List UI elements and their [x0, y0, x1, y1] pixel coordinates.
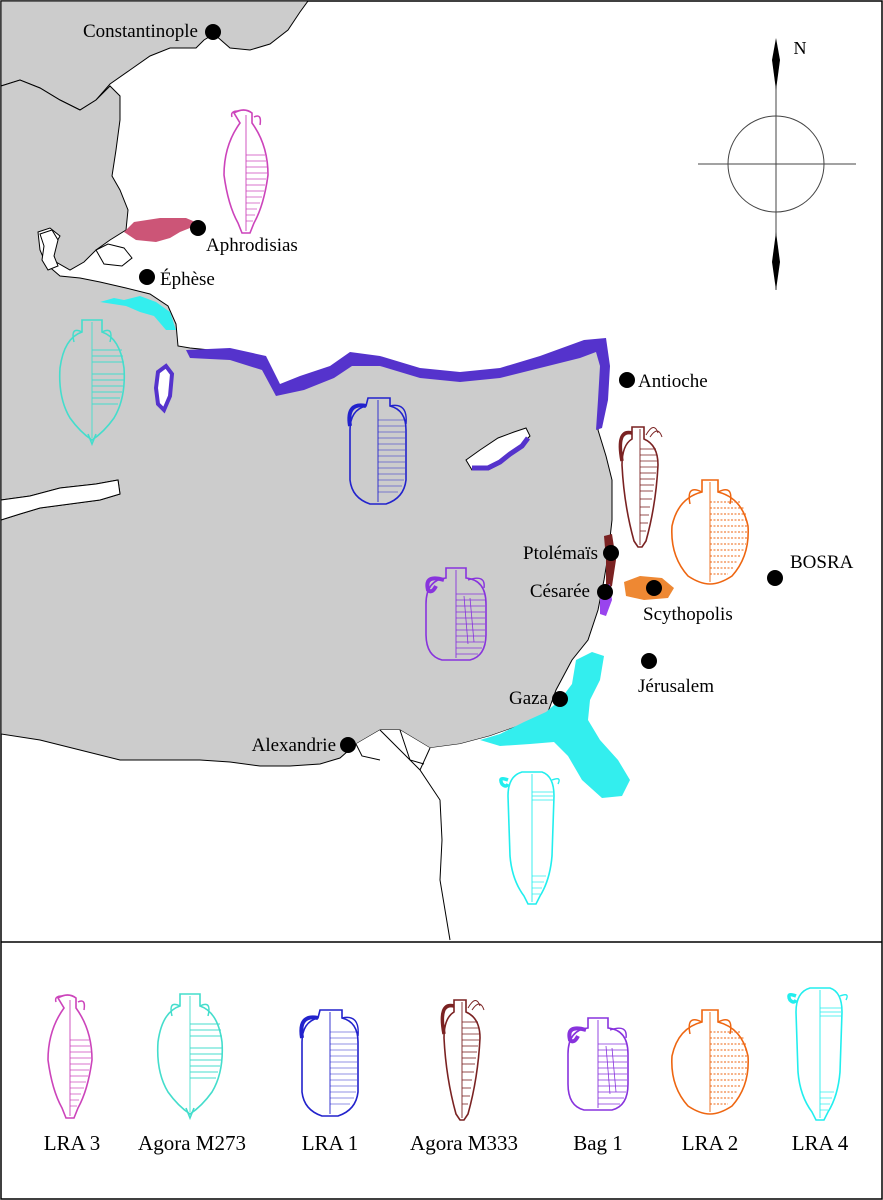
island-aegean-2 — [95, 243, 133, 267]
zone-aphrodisias — [124, 218, 200, 242]
legend-label: Bag 1 — [573, 1131, 623, 1155]
city-dot — [340, 737, 356, 753]
island-crete — [0, 479, 121, 521]
city-dot — [190, 220, 206, 236]
legend-item-agora-m273: Agora M273 — [138, 993, 246, 1155]
legend-item-bag1: Bag 1 — [566, 1016, 630, 1155]
legend-label: LRA 1 — [302, 1131, 359, 1155]
zone-lra4 — [480, 652, 630, 798]
legend-label: LRA 4 — [792, 1131, 849, 1155]
city-label: Jérusalem — [638, 676, 714, 697]
city-ptolemais: Ptolémaïs — [523, 543, 619, 564]
egypt-border-3 — [419, 747, 431, 771]
egypt-border-4 — [355, 743, 381, 761]
island-rhodes — [153, 363, 175, 414]
city-dot — [139, 269, 155, 285]
legend-item-lra3: LRA 3 — [44, 994, 101, 1155]
city-alexandrie: Alexandrie — [252, 735, 356, 756]
compass-north-label: N — [794, 38, 807, 58]
city-cesaree: Césarée — [530, 581, 613, 602]
city-markers: Constantinople Aphrodisias Éphèse Antioc… — [83, 21, 854, 756]
city-label: Scythopolis — [643, 604, 733, 625]
legend-label: LRA 2 — [682, 1131, 739, 1155]
city-label: Antioche — [638, 371, 708, 392]
legend-label: Agora M333 — [410, 1131, 518, 1155]
city-scythopolis: Scythopolis — [643, 580, 733, 625]
city-dot — [603, 545, 619, 561]
legend-item-lra4: LRA 4 — [787, 986, 849, 1155]
compass-rose: N — [698, 38, 856, 290]
city-antioche: Antioche — [619, 371, 708, 392]
city-dot — [646, 580, 662, 596]
city-label: Aphrodisias — [206, 235, 298, 256]
city-dot — [619, 372, 635, 388]
egypt-border-1 — [379, 729, 451, 941]
city-ephese: Éphèse — [139, 268, 215, 290]
cyprus-lra1-coast — [472, 436, 530, 471]
city-aphrodisias: Aphrodisias — [190, 220, 298, 256]
compass-north-arrow — [772, 38, 780, 90]
city-dot — [641, 653, 657, 669]
compass-south-arrow — [772, 232, 780, 290]
city-dot — [597, 584, 613, 600]
land-egypt-white — [356, 690, 620, 940]
legend-label: Agora M273 — [138, 1131, 246, 1155]
zone-agora-m273 — [100, 296, 176, 330]
city-label: Constantinople — [83, 21, 198, 42]
city-label: BOSRA — [790, 552, 854, 573]
legend-item-lra1: LRA 1 — [299, 1008, 361, 1155]
egypt-border-2 — [399, 729, 425, 765]
legend-panel: LRA 3 Agora M273 LRA 1 Agora M333 Bag 1 … — [44, 986, 849, 1155]
city-label: Alexandrie — [252, 735, 336, 756]
legend-item-lra2: LRA 2 — [670, 1009, 750, 1155]
legend-label: LRA 3 — [44, 1131, 101, 1155]
city-label: Éphèse — [160, 268, 215, 290]
zone-lra1-coast — [186, 338, 610, 430]
island-aegean-1 — [39, 229, 59, 271]
city-label: Césarée — [530, 581, 590, 602]
city-constantinople: Constantinople — [83, 21, 221, 42]
legend-item-agora-m333: Agora M333 — [410, 998, 518, 1155]
city-dot — [767, 570, 783, 586]
city-gaza: Gaza — [509, 688, 568, 709]
city-label: Ptolémaïs — [523, 543, 598, 564]
city-bosra: BOSRA — [767, 552, 854, 586]
city-jerusalem: Jérusalem — [638, 653, 714, 697]
city-dot — [552, 691, 568, 707]
city-dot — [205, 24, 221, 40]
city-label: Gaza — [509, 688, 549, 709]
